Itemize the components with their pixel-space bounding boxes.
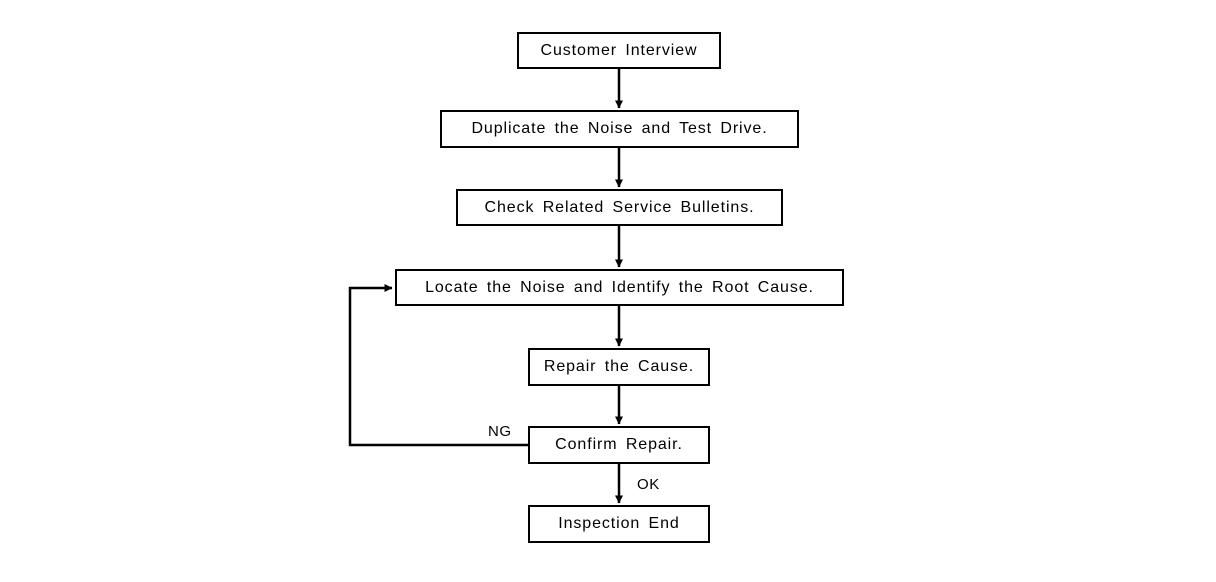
- node-confirm-repair[interactable]: Confirm Repair.: [528, 426, 710, 464]
- node-customer-interview[interactable]: Customer Interview: [517, 32, 721, 69]
- node-inspection-end[interactable]: Inspection End: [528, 505, 710, 543]
- node-locate-noise[interactable]: Locate the Noise and Identify the Root C…: [395, 269, 844, 306]
- node-label: Confirm Repair.: [555, 436, 683, 453]
- node-label: Locate the Noise and Identify the Root C…: [425, 278, 814, 296]
- node-check-bulletins[interactable]: Check Related Service Bulletins.: [456, 189, 783, 226]
- edge-label-ok: OK: [637, 476, 660, 493]
- node-duplicate-noise[interactable]: Duplicate the Noise and Test Drive.: [440, 110, 799, 148]
- connector-ng-feedback-loop: [348, 284, 528, 447]
- node-label: Repair the Cause.: [543, 358, 695, 375]
- edge-label-ng: NG: [488, 423, 512, 440]
- node-repair-cause[interactable]: Repair the Cause.: [528, 348, 710, 386]
- node-label: Customer Interview: [540, 41, 698, 59]
- node-label: Duplicate the Noise and Test Drive.: [471, 120, 768, 137]
- node-label: Check Related Service Bulletins.: [484, 198, 755, 216]
- node-label: Inspection End: [558, 515, 680, 532]
